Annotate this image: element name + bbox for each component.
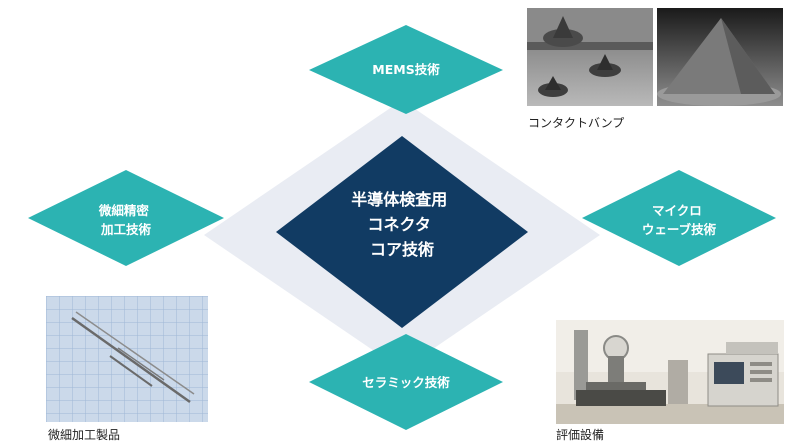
- micro-parts-caption: 微細加工製品: [48, 428, 121, 442]
- microwave-label: マイクロ ウェーブ技術: [642, 203, 717, 237]
- contact-bump-caption: コンタクトバンプ: [528, 116, 625, 130]
- ceramic-node: [309, 334, 503, 430]
- center-label-line-3: コア技術: [370, 240, 434, 259]
- eval-equipment-caption: 評価設備: [556, 428, 605, 442]
- center-diamond: [276, 136, 528, 328]
- mems-label-line-1: MEMS技術: [372, 62, 440, 77]
- micro-machining-label-line-1: 微細精密: [98, 203, 150, 218]
- ceramic-label-line-1: セラミック技術: [362, 375, 450, 390]
- center-label: 半導体検査用 コネクタ コア技術: [351, 190, 453, 259]
- microwave-node: [582, 170, 776, 266]
- mems-label: MEMS技術: [372, 62, 440, 77]
- sem-bump-photo-icon: [527, 8, 783, 106]
- microwave-label-line-1: マイクロ: [652, 203, 702, 218]
- micro-parts-photo: [46, 296, 208, 422]
- lab-equipment-photo-icon: [556, 320, 784, 424]
- micro-pins-photo-icon: [46, 296, 208, 422]
- ceramic-label: セラミック技術: [362, 375, 450, 390]
- micro-machining-label-line-2: 加工技術: [100, 222, 152, 237]
- eval-equipment-photo: [556, 320, 784, 424]
- micro-machining-label: 微細精密 加工技術: [98, 203, 153, 237]
- center-label-line-2: コネクタ: [368, 215, 431, 234]
- microwave-label-line-2: ウェーブ技術: [642, 222, 717, 237]
- contact-bump-photo: [527, 8, 783, 106]
- micro-machining-node: [28, 170, 224, 266]
- center-label-line-1: 半導体検査用: [351, 190, 447, 209]
- mems-node: [309, 25, 503, 114]
